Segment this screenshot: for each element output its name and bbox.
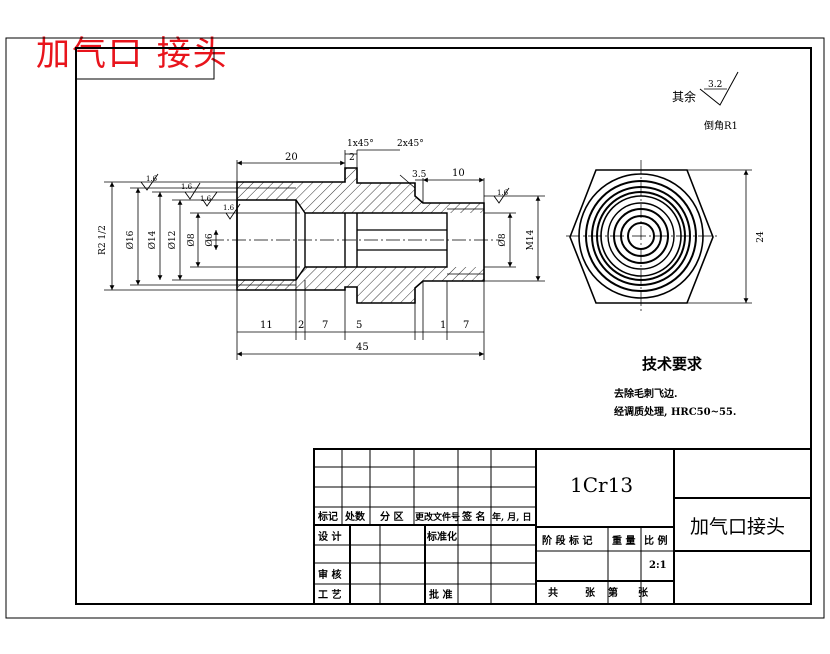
svg-text:2: 2 <box>349 153 355 163</box>
outer-frame <box>5 37 825 619</box>
svg-text:7: 7 <box>322 320 328 331</box>
svg-text:R2 1/2: R2 1/2 <box>98 225 108 255</box>
svg-text:2x45°: 2x45° <box>397 139 424 149</box>
svg-text:更改文件号: 更改文件号 <box>415 511 460 523</box>
svg-text:M14: M14 <box>526 229 536 250</box>
svg-text:1.6: 1.6 <box>200 195 212 203</box>
svg-text:批 准: 批 准 <box>429 588 452 601</box>
svg-text:Ø16: Ø16 <box>125 230 136 249</box>
technical-requirements: 技术要求 去除毛刺飞边. 经调质处理, HRC50~55. <box>614 355 736 418</box>
svg-text:阶 段 标 记: 阶 段 标 记 <box>542 534 592 547</box>
svg-text:1x45°: 1x45° <box>347 139 374 149</box>
roughness-values: 1.6 1.6 1.6 1.6 1.6 <box>146 175 509 212</box>
svg-text:2: 2 <box>298 320 304 331</box>
svg-text:签 名: 签 名 <box>461 510 485 523</box>
drawing-red-title: 加气口 接头 <box>36 34 229 74</box>
svg-text:倒角R1: 倒角R1 <box>704 120 738 132</box>
svg-text:经调质处理, HRC50~55.: 经调质处理, HRC50~55. <box>614 405 736 418</box>
hexagon <box>569 169 714 304</box>
dimension-lines <box>104 149 545 360</box>
svg-text:共: 共 <box>548 586 558 599</box>
svg-text:去除毛刺飞边.: 去除毛刺飞边. <box>614 387 677 400</box>
svg-text:1.6: 1.6 <box>497 189 509 197</box>
svg-text:张: 张 <box>638 586 649 599</box>
section-hatch <box>237 168 447 303</box>
svg-text:分 区: 分 区 <box>380 510 403 523</box>
svg-text:1.6: 1.6 <box>181 183 193 191</box>
svg-text:1.6: 1.6 <box>223 204 235 212</box>
title-block-texts: 1Cr13 加气口接头 标记 处数 分 区 更改文件号 签 名 年, 月, 日 … <box>317 473 785 601</box>
svg-text:第: 第 <box>608 586 618 599</box>
part-name: 加气口接头 <box>690 516 785 538</box>
other-roughness: 其余 3.2 倒角R1 <box>672 71 739 132</box>
side-view <box>566 160 752 312</box>
svg-text:技术要求: 技术要求 <box>642 355 703 373</box>
svg-text:标记: 标记 <box>317 510 338 523</box>
svg-text:20: 20 <box>285 152 298 163</box>
svg-text:45: 45 <box>356 342 369 353</box>
svg-text:3.5: 3.5 <box>412 170 427 180</box>
section-view <box>210 167 500 304</box>
dimension-texts: 20 1x45° 2x45° 2 3.5 10 R2 1/2 Ø16 Ø14 Ø… <box>98 139 766 353</box>
svg-text:Ø12: Ø12 <box>167 231 178 250</box>
svg-text:比 例: 比 例 <box>644 534 667 547</box>
svg-text:Ø8: Ø8 <box>497 233 508 246</box>
thread-lines <box>237 187 484 286</box>
svg-text:Ø14: Ø14 <box>147 230 158 249</box>
svg-text:3.2: 3.2 <box>708 80 722 90</box>
svg-text:5: 5 <box>356 320 362 331</box>
material: 1Cr13 <box>570 473 633 497</box>
svg-text:重 量: 重 量 <box>612 534 635 547</box>
title-block <box>313 448 812 605</box>
svg-text:设 计: 设 计 <box>318 530 341 543</box>
svg-text:审 核: 审 核 <box>318 568 341 581</box>
small-bore <box>357 229 447 251</box>
svg-text:1.6: 1.6 <box>146 175 158 183</box>
svg-text:Ø6: Ø6 <box>204 233 215 246</box>
svg-text:年, 月, 日: 年, 月, 日 <box>492 511 532 523</box>
svg-text:处数: 处数 <box>344 510 366 523</box>
title-cell <box>75 47 215 80</box>
svg-text:工 艺: 工 艺 <box>318 588 341 601</box>
svg-text:7: 7 <box>463 320 469 331</box>
svg-text:1: 1 <box>440 320 446 331</box>
svg-text:11: 11 <box>260 320 273 331</box>
svg-text:张: 张 <box>585 586 596 599</box>
svg-text:标准化: 标准化 <box>426 530 457 543</box>
tube-hatch <box>447 203 484 281</box>
svg-text:10: 10 <box>452 168 465 179</box>
svg-text:24: 24 <box>756 231 766 243</box>
svg-text:其余: 其余 <box>672 89 696 104</box>
scale-value: 2:1 <box>649 560 667 571</box>
roughness-marks <box>140 173 510 220</box>
svg-text:Ø8: Ø8 <box>186 233 197 246</box>
